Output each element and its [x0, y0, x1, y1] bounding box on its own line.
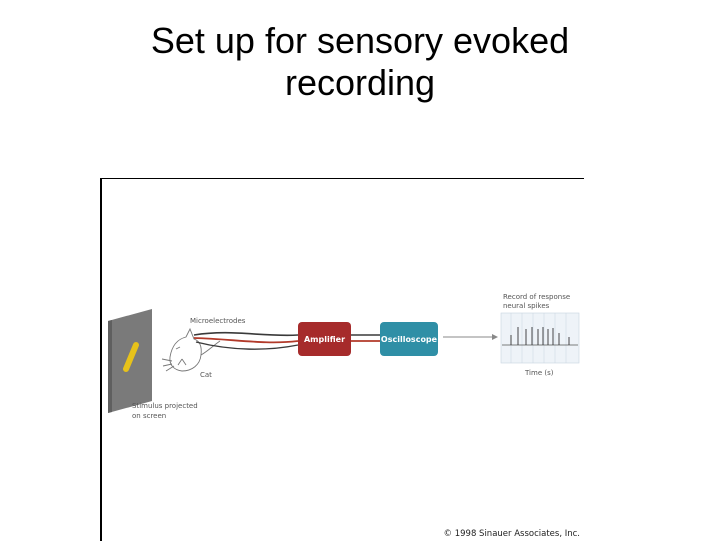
slide-title-line1: Set up for sensory evoked [150, 20, 570, 61]
neural-spike-train [510, 327, 570, 345]
oscilloscope-label: Oscilloscope [381, 335, 438, 344]
electrode-wires [193, 331, 380, 350]
amplifier-box: Amplifier [298, 322, 351, 356]
record-label-line1: Record of response [503, 293, 570, 301]
time-axis-label: Time (s) [524, 369, 554, 377]
amplifier-label: Amplifier [304, 335, 345, 344]
stimulus-label-line2: on screen [132, 412, 166, 420]
stimulus-bar [123, 342, 139, 372]
slide-title: Set up for sensory evoked recording [0, 20, 720, 104]
oscilloscope-box: Oscilloscope [380, 322, 438, 356]
cat-label: Cat [200, 371, 212, 379]
copyright-notice: © 1998 Sinauer Associates, Inc. [444, 529, 580, 539]
slide-title-line2: recording [284, 62, 436, 103]
microelectrodes-label: Microelectrodes [190, 317, 246, 325]
recording-setup-figure: Stimulus projected on screen Cat Microel… [100, 178, 584, 541]
record-label-line2: neural spikes [503, 302, 550, 310]
output-arrow [443, 334, 498, 340]
stimulus-label-line1: Stimulus projected [132, 402, 198, 410]
cat-head [161, 327, 221, 372]
spike-record-panel [500, 312, 580, 364]
recording-setup-diagram: Stimulus projected on screen Cat Microel… [108, 293, 580, 539]
